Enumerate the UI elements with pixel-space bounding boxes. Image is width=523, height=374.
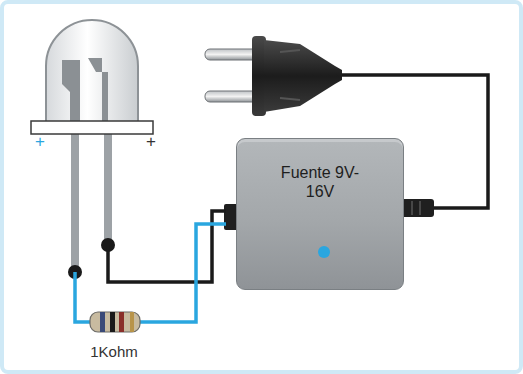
- blue-wire: [75, 224, 226, 322]
- black-wire: [108, 211, 226, 282]
- resistor-value: 1Kohm: [90, 343, 138, 360]
- polarity-sign: +: [146, 133, 156, 150]
- mains-connector: [400, 199, 434, 217]
- mains-plug: [205, 36, 342, 116]
- polarity-sign: +: [35, 133, 45, 150]
- led: [31, 20, 153, 279]
- supply-label: Fuente 9V-16V: [275, 163, 365, 201]
- power-supply-box: Fuente 9V-16V: [236, 138, 404, 290]
- indicator-light: [318, 246, 330, 258]
- resistor-symbol: [90, 312, 140, 332]
